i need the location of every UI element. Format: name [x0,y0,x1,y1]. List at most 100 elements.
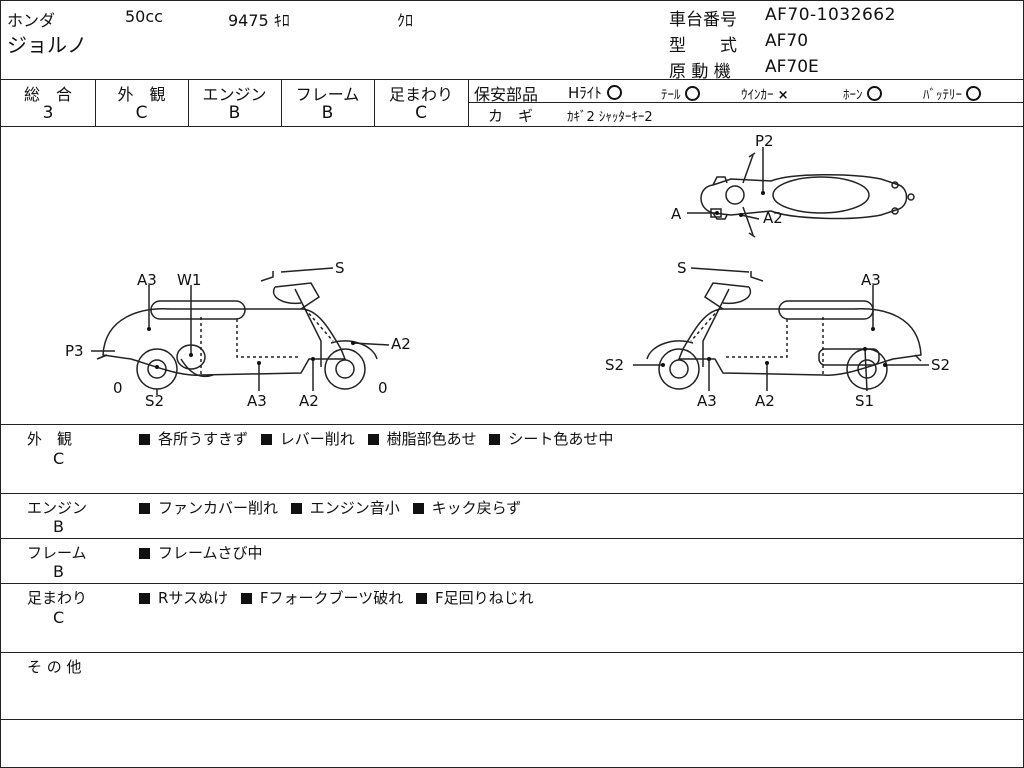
scooter-right-view [646,271,922,390]
note-suspension-label: 足まわり [27,589,88,607]
note-suspension-items: Rサスぬけ Fフォークブーツ破れ F足回りねじれ [139,587,534,608]
label-left-a3: A3 [137,271,157,289]
divider [1,583,1023,584]
divider [95,79,96,126]
note-item: フレームさび中 [158,544,263,562]
divider [188,79,189,126]
scooter-top-view [700,152,915,238]
safety-headlight: Hﾗｲﾄ [568,82,622,103]
bullet-icon [412,503,424,514]
safety-tail-label: ﾃｰﾙ [661,88,681,103]
bullet-icon [260,434,272,445]
engine-value: AF70E [765,57,819,77]
note-engine-grade: B [53,517,64,536]
note-item: キック戻らず [431,499,522,517]
note-item: エンジン音小 [309,499,400,517]
label-top-p2: P2 [755,132,774,150]
displacement: 50cc [125,7,163,26]
divider [374,79,375,126]
type-label: 型 式 [669,36,737,56]
note-frame-label: フレーム [27,544,87,562]
ok-circle-icon [866,86,882,101]
divider [1,424,1023,425]
safety-headlight-label: Hﾗｲﾄ [568,84,602,102]
grade-overall-value: 3 [42,103,54,123]
safety-winker-label: ｳｲﾝｶｰ [741,88,774,103]
label-right-s1: S1 [855,392,874,410]
divider [1,538,1023,539]
key-label: カ ギ [488,107,534,125]
note-exterior-label: 外 観 [27,430,73,448]
leader-lines [91,147,929,395]
safety-label: 保安部品 [474,85,539,104]
scooter-left-view [96,271,378,390]
safety-winker: ｳｲﾝｶｰ × [741,84,789,103]
divider [1,79,1023,80]
note-frame-grade: B [53,562,64,581]
bullet-icon [367,434,379,445]
label-right-s: S [677,259,687,277]
label-left-w1: W1 [177,271,201,289]
frame-no-value: AF70-1032662 [765,5,896,25]
grade-exterior-value: C [135,103,148,123]
ok-circle-icon [966,86,982,101]
ok-circle-icon [606,85,622,100]
label-right-a3: A3 [861,271,881,289]
label-left-a3-bottom: A3 [247,392,267,410]
grade-engine-value: B [228,103,241,123]
ng-cross-icon: × [777,88,789,103]
bullet-icon [489,434,501,445]
note-item: ファンカバー削れ [158,499,279,517]
label-left-s2: S2 [145,392,164,410]
damage-diagram: P2 A A2 S A3 W1 P3 A2 0 S2 A3 A2 0 S A3 … [65,132,950,410]
divider [1,126,1023,127]
note-engine-items: ファンカバー削れ エンジン音小 キック戻らず [139,497,521,518]
bullet-icon [139,434,150,445]
key-value: ｶｷﾞ2 ｼｬｯﾀｰｷｰ2 [567,110,653,125]
grade-exterior-label: 外 観 [117,85,166,104]
bullet-icon [240,593,252,604]
note-exterior-grade: C [53,449,65,468]
note-other-label: そ の 他 [27,658,82,676]
divider [468,102,1023,103]
grade-engine-label: エンジン [202,85,267,104]
maker: ホンダ [7,11,56,30]
bullet-icon [416,593,428,604]
note-item: Fフォークブーツ破れ [259,589,404,607]
mileage: 9475 ｷﾛ [228,11,290,30]
label-left-s: S [335,259,345,277]
bullet-icon [290,503,302,514]
label-right-s2-rear: S2 [931,356,950,374]
label-left-a2-front: A2 [391,335,411,353]
bullet-icon [139,548,150,559]
safety-battery-label: ﾊﾞｯﾃﾘｰ [923,88,962,103]
note-item: 樹脂部色あせ [386,430,477,448]
divider [468,79,469,126]
label-left-p3: P3 [65,342,84,360]
divider [1,493,1023,494]
engine-label: 原 動 機 [669,62,731,82]
label-top-a: A [671,205,682,223]
frame-no-label: 車台番号 [669,10,737,30]
model-name: ジョルノ [7,33,87,57]
type-value: AF70 [765,31,809,51]
safety-horn: ﾎｰﾝ [843,84,882,103]
divider [281,79,282,126]
safety-battery: ﾊﾞｯﾃﾘｰ [923,84,982,103]
note-item: F足回りねじれ [435,589,534,607]
grade-frame-value: B [321,103,334,123]
divider [1,719,1023,720]
bullet-icon [139,503,150,514]
label-right-a2-bottom: A2 [755,392,775,410]
note-item: 各所うすきず [158,430,249,448]
label-left-zero-rear: 0 [113,379,123,397]
label-right-a3-bottom: A3 [697,392,717,410]
note-engine-label: エンジン [27,499,88,517]
grade-suspension-value: C [415,103,427,123]
safety-horn-label: ﾎｰﾝ [843,88,863,103]
ok-circle-icon [684,86,700,101]
color: ｸﾛ [397,11,414,30]
grade-overall-label: 総 合 [23,85,72,104]
label-left-zero-front: 0 [378,379,388,397]
